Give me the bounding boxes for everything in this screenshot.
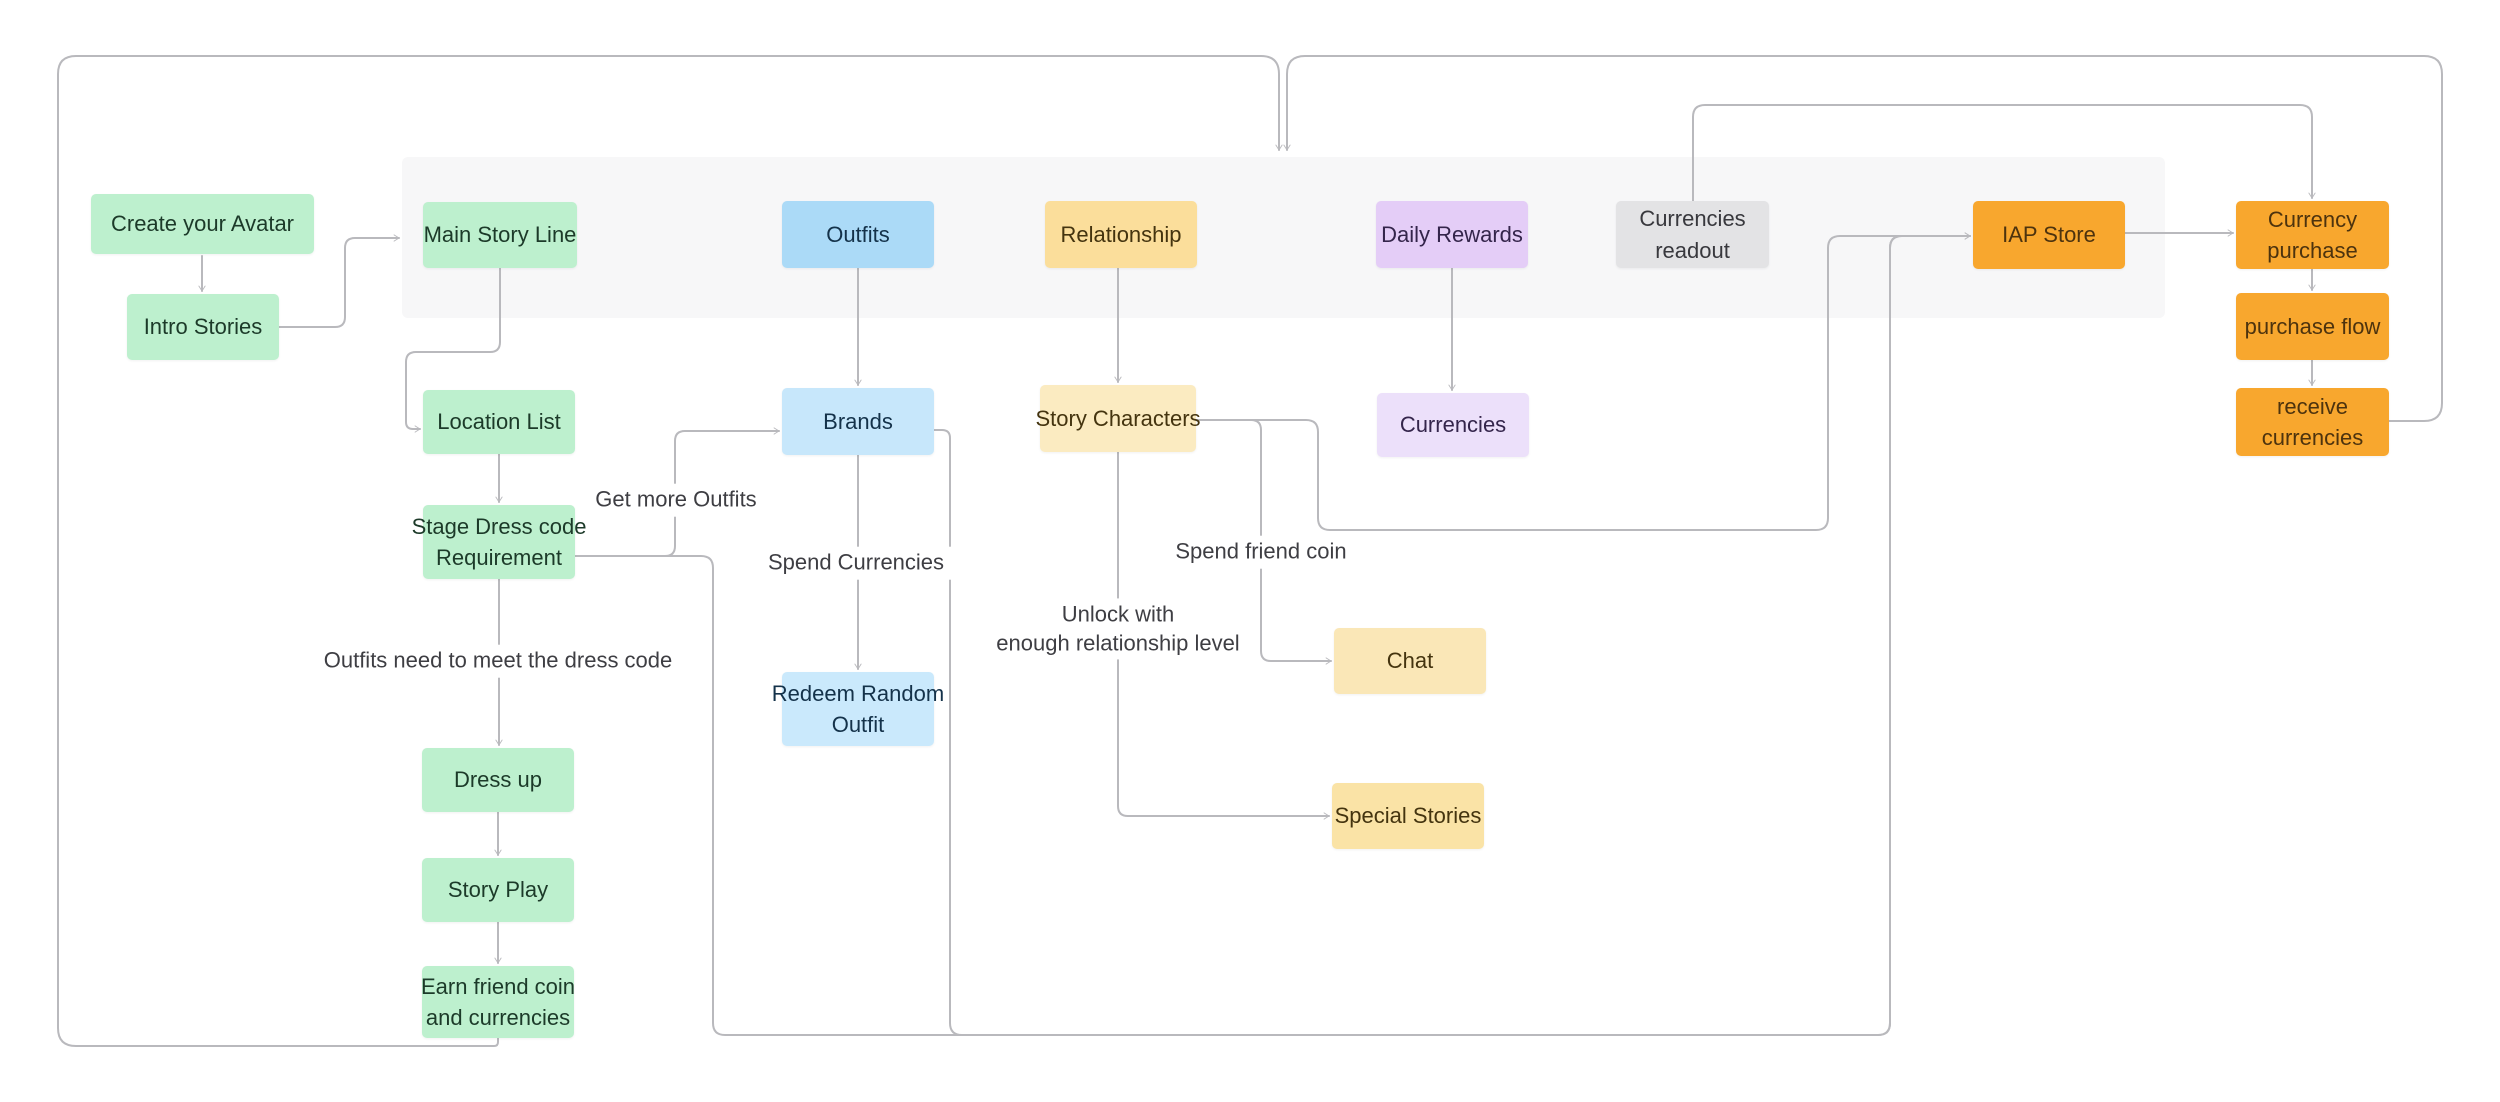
node-currencies[interactable]: Currencies: [1377, 393, 1529, 457]
edge-label-spend-friend-coin: Spend friend coin: [1165, 535, 1357, 569]
edge-label-dress-code-note: Outfits need to meet the dress code: [313, 644, 683, 678]
node-location-list[interactable]: Location List: [423, 390, 575, 454]
edge-label-get-more-outfits: Get more Outfits: [585, 483, 767, 517]
node-create-avatar[interactable]: Create your Avatar: [91, 194, 314, 254]
edge-intro-to-gameloop: [278, 234, 400, 328]
edge-readout-to-purchase: [1692, 104, 2316, 202]
node-daily-rewards[interactable]: Daily Rewards: [1376, 201, 1528, 268]
node-redeem-random-outfit[interactable]: Redeem Random Outfit: [772, 672, 944, 746]
edge-chars-to-special: [1117, 451, 1330, 820]
edge-earn-loop-to-gameloop: [57, 55, 1283, 1047]
edge-label-spend-currencies: Spend Currencies: [757, 546, 955, 580]
node-relationship[interactable]: Relationship: [1045, 201, 1197, 268]
node-brands[interactable]: Brands: [782, 388, 934, 455]
game-loop-frame: [402, 157, 2165, 318]
edge-chars-to-iap: [1195, 232, 1971, 531]
node-chat[interactable]: Chat: [1334, 628, 1486, 694]
node-intro-stories[interactable]: Intro Stories: [127, 294, 279, 360]
node-stage-dress-code[interactable]: Stage Dress code Requirement: [412, 505, 586, 579]
node-special-stories[interactable]: Special Stories: [1332, 783, 1484, 849]
node-receive-currencies[interactable]: receive currencies: [2236, 388, 2389, 456]
edge-brands-to-iap: [933, 235, 1971, 1036]
node-outfits[interactable]: Outfits: [782, 201, 934, 268]
edge-mainstory-to-location: [405, 267, 501, 433]
node-iap-store[interactable]: IAP Store: [1973, 201, 2125, 269]
node-earn-friend-coin[interactable]: Earn friend coin and currencies: [421, 966, 575, 1038]
edge-receive-loop-to-gameloop: [1283, 55, 2443, 422]
edge-label-unlock-note: Unlock with enough relationship level: [986, 598, 1250, 660]
node-main-story-line[interactable]: Main Story Line: [423, 202, 577, 268]
node-dress-up[interactable]: Dress up: [422, 748, 574, 812]
node-story-characters[interactable]: Story Characters: [1035, 385, 1201, 452]
node-purchase-flow[interactable]: purchase flow: [2236, 293, 2389, 360]
node-currency-purchase[interactable]: Currency purchase: [2236, 201, 2389, 269]
node-currencies-readout[interactable]: Currencies readout: [1616, 201, 1769, 268]
edge-stagedress-to-iap: [574, 232, 1971, 1036]
node-story-play[interactable]: Story Play: [422, 858, 574, 922]
